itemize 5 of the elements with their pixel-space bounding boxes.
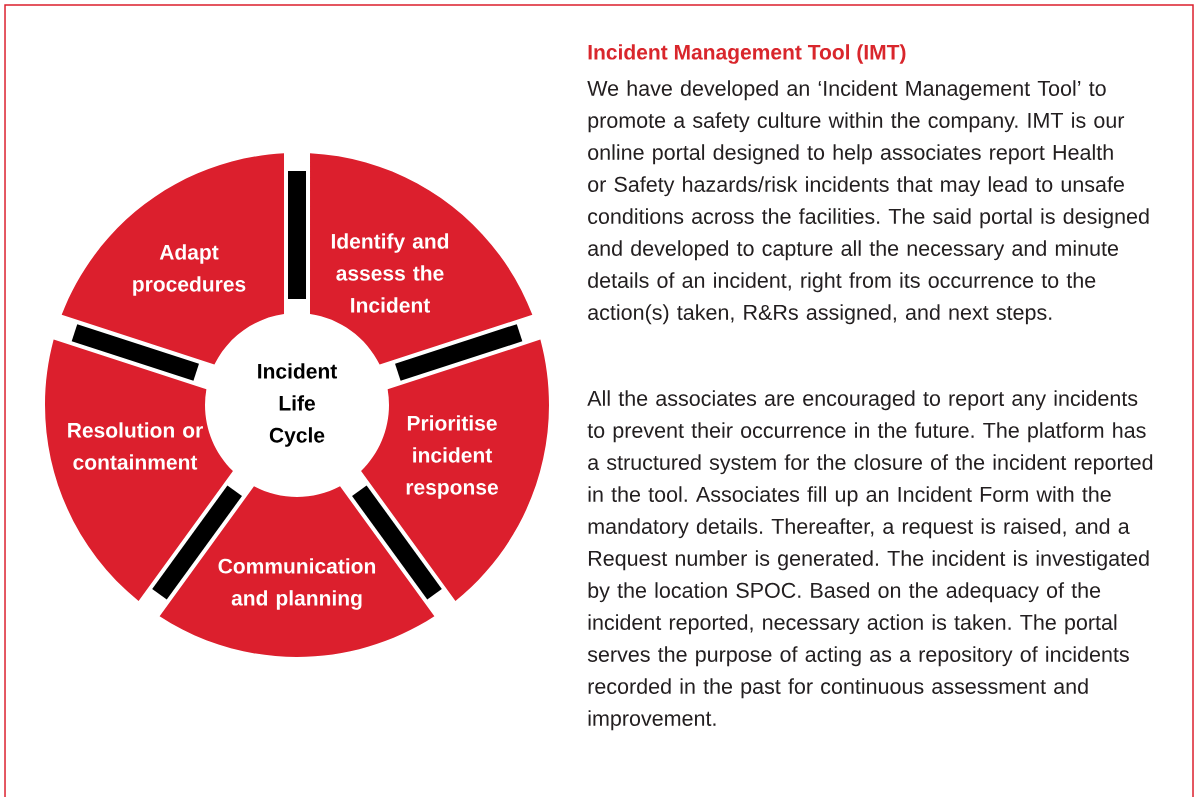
wheel-segment: Adapt procedures [61, 153, 284, 365]
body-paragraph: We have developed an ‘Incident Management Tool’ to promote a safety culture within the company. IMT is our online portal designed to help associates report Health or Safety hazards/risk incidents that may lead to unsafe conditions across the facilities. The said portal is designed and developed to capture all the necessary and minute details of an incident, right from its occurrence to the action(s) taken, R&Rs assigned, and next steps. [587, 80, 1149, 325]
body-paragraph: All the associates are encouraged to report any incidents to prevent their occurrence in the future. The platform has a structured system for the closure of the incident reported in the tool. Associates fill up an Incident Form with the mandatory details. Thereafter, a request is raised, and a Request number is generated. The incident is investigated by the location SPOC. Based on the adequacy of the incident reported, necessary action is taken. The portal serves the purpose of acting as a repository of incidents recorded in the past for continuous assessment and improvement. [587, 390, 1153, 731]
heading: Incident Management Tool (IMT) [588, 44, 906, 64]
wheel-segment: Identify and assess the Incident [310, 153, 533, 365]
